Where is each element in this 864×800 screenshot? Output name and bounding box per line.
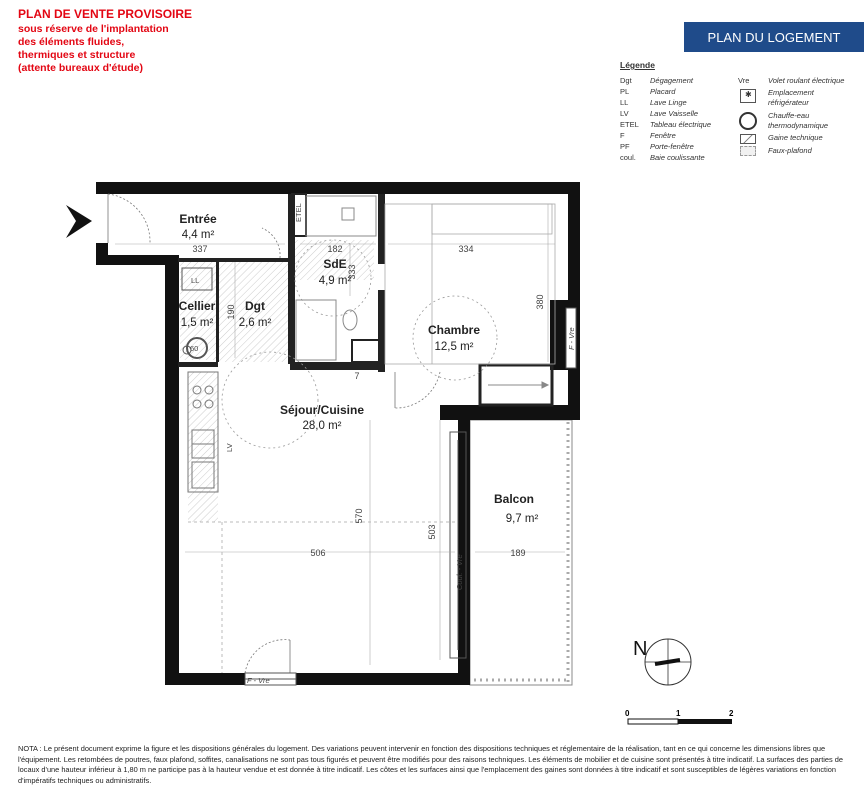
room-name-cellier: Cellier [179, 299, 216, 313]
plan-banner: PLAN DU LOGEMENT [684, 22, 864, 52]
dim-sde-height: 333 [347, 264, 357, 279]
dim-entree-width: 337 [192, 244, 207, 254]
ll-label: LL [191, 276, 199, 285]
sliding-door [449, 431, 467, 659]
room-area-entree: 4,4 m² [182, 229, 215, 241]
room-area-sejour: 28,0 m² [303, 420, 342, 432]
disclaimer-note: NOTA : Le présent document exprime la fi… [18, 744, 843, 785]
warning-line: des éléments fluides, [18, 36, 125, 48]
dim-sde-width: 182 [327, 244, 342, 254]
compass-north: N [633, 638, 647, 660]
dim-door-height: 503 [427, 524, 437, 539]
warning-line: thermiques et structure [18, 49, 136, 61]
room-area-balcon: 9,7 m² [506, 513, 539, 525]
exterior-walls [96, 182, 580, 685]
sixty-label: 60 [190, 344, 198, 353]
dim-dgt-height: 190 [226, 304, 236, 319]
coul-label: Coul. - Vre [455, 554, 464, 590]
provisional-warning: PLAN DE VENTE PROVISOIRE sous réserve de… [18, 8, 192, 75]
room-area-cellier: 1,5 m² [181, 317, 214, 329]
warning-line: sous réserve de l'implantation [18, 23, 169, 35]
north-needle-icon [654, 658, 681, 666]
fridge-icon: ✱ [740, 89, 756, 103]
wardrobe [488, 381, 550, 389]
dim-sejour-height: 570 [354, 508, 364, 523]
door-swings [107, 193, 441, 674]
legend-item-gaine: Gaine technique [768, 133, 823, 142]
dgt-hatch [180, 262, 216, 360]
interior-walls [178, 193, 554, 407]
room-name-sejour: Séjour/Cuisine [280, 403, 364, 417]
room-area-chambre: 12,5 m² [435, 341, 474, 353]
faux-plafond-icon [740, 146, 756, 156]
room-name-chambre: Chambre [428, 323, 480, 337]
scale-tick: 1 [676, 709, 681, 718]
vre-bottom-label: F - Vre [247, 676, 270, 685]
dim-balcon-width: 189 [510, 548, 525, 558]
legend-item: coul.Baie coulissante [620, 153, 705, 162]
turning-circles [221, 239, 498, 449]
sejour-window [244, 672, 297, 686]
bathroom-fixtures [295, 195, 377, 361]
kitchen-counter [187, 371, 219, 493]
warning-title: PLAN DE VENTE PROVISOIRE [18, 7, 193, 21]
gaine-icon [740, 134, 756, 144]
dim-sejour-width: 506 [310, 548, 325, 558]
bed [384, 203, 556, 365]
scale-tick: 0 [625, 709, 630, 718]
etel-label: ETEL [294, 203, 303, 222]
dim-chambre-height: 380 [535, 294, 545, 309]
legend-item-fridge: réfrigérateur [768, 98, 809, 107]
scale-bar: 0 1 2 [625, 709, 734, 725]
room-area-sde: 4,9 m² [319, 275, 352, 287]
entrance-arrow-icon [66, 205, 92, 238]
room-name-entree: Entrée [179, 212, 217, 226]
vre-right-label: F - Vre [567, 327, 576, 350]
floor-plan: Entrée SdE Cellier Dgt Chambre Séjour/Cu… [66, 182, 734, 725]
scale-tick: 2 [729, 709, 734, 718]
balcony-outline [469, 419, 573, 686]
room-area-dgt: 2,6 m² [239, 317, 272, 329]
lv-label: LV [225, 443, 234, 452]
water-heater-icon [739, 112, 757, 130]
dim-wall: 7 [354, 371, 359, 381]
room-name-dgt: Dgt [245, 299, 265, 313]
compass: N [633, 638, 692, 686]
legend-title: Légende [620, 60, 655, 70]
room-name-sde: SdE [323, 257, 346, 271]
room-name-balcon: Balcon [494, 492, 534, 506]
dgt-zone-hatch [218, 262, 288, 362]
sde-hatch [292, 240, 374, 280]
legend-item-faux: Faux-plafond [768, 146, 812, 155]
warning-line: (attente bureaux d'étude) [18, 62, 144, 74]
legend-item-fridge: Emplacement [768, 88, 814, 97]
dimension-lines [115, 204, 565, 665]
cellier-appliances [181, 267, 213, 359]
legend-item-heater: Chauffe-eau [768, 111, 810, 120]
kitchen-hatch [188, 372, 218, 522]
chambre-window [565, 307, 577, 369]
dim-chambre-width: 334 [458, 244, 473, 254]
legend-item-heater: thermodynamique [768, 121, 829, 130]
